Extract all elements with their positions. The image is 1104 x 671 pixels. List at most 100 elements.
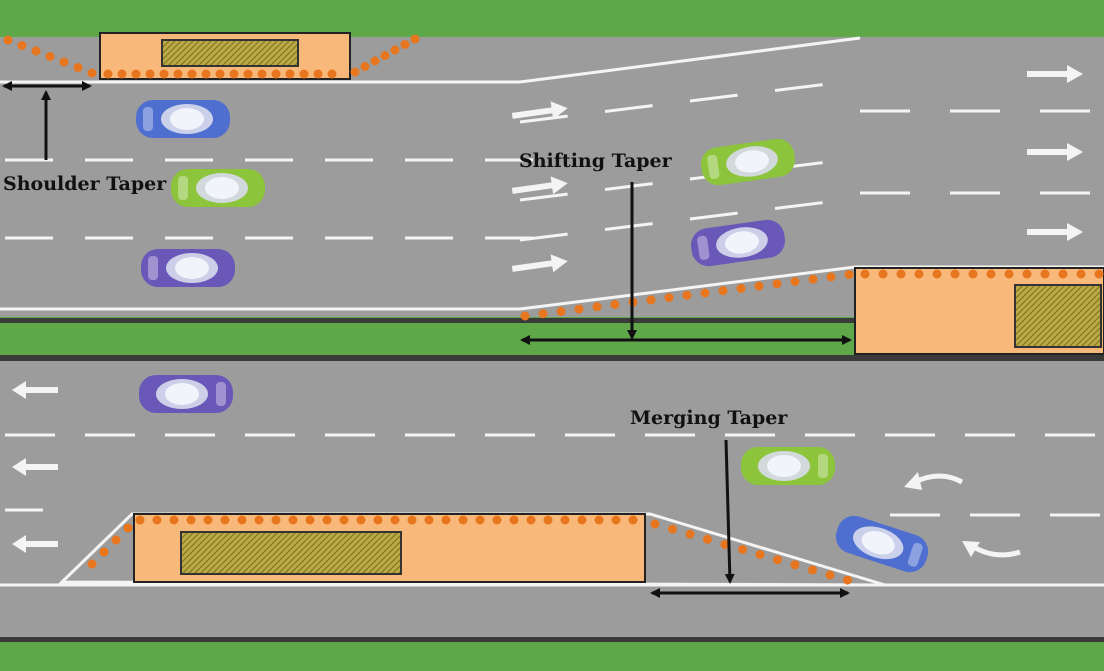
traffic-cone-icon — [299, 69, 309, 79]
traffic-cone-icon — [322, 515, 332, 525]
arrow-right-icon — [511, 101, 568, 120]
traffic-cone-icon — [1094, 269, 1104, 279]
traffic-cone-icon — [878, 269, 888, 279]
traffic-cone-icon — [254, 515, 264, 525]
car-icon — [139, 375, 233, 413]
traffic-cone-icon — [186, 515, 196, 525]
traffic-cone-icon — [350, 67, 360, 77]
traffic-cone-icon — [145, 69, 155, 79]
bottom-road-edge-bottom — [0, 637, 1104, 642]
traffic-cone-icon — [790, 560, 800, 570]
traffic-cone-icon — [203, 515, 213, 525]
traffic-cone-icon — [380, 51, 390, 60]
traffic-cone-icon — [664, 293, 674, 303]
traffic-cone-icon — [173, 69, 183, 79]
traffic-cone-icon — [720, 539, 730, 549]
traffic-cone-icon — [360, 62, 370, 71]
traffic-cone-icon — [327, 69, 337, 79]
traffic-cone-icon — [117, 69, 127, 79]
arrow-right-icon-group — [511, 65, 1083, 273]
traffic-cone-icon — [31, 46, 41, 56]
traffic-cone-icon — [543, 515, 553, 525]
traffic-cone-icon — [159, 69, 169, 79]
lane-dash — [604, 182, 653, 191]
traffic-cone-icon — [646, 295, 656, 305]
traffic-cone-icon — [123, 523, 133, 533]
traffic-cone-icon — [826, 272, 836, 282]
traffic-cone-icon — [736, 283, 746, 293]
arrow-right-icon — [511, 176, 568, 195]
bottom-traffic-cones — [87, 515, 852, 585]
traffic-cone-icon — [860, 269, 870, 279]
lane-dash — [604, 222, 653, 231]
traffic-cone-icon — [237, 515, 247, 525]
traffic-cone-icon — [271, 515, 281, 525]
traffic-cone-icon — [1040, 269, 1050, 279]
traffic-cone-icon — [668, 524, 677, 534]
traffic-cone-icon — [390, 515, 400, 525]
traffic-cone-icon — [492, 515, 502, 525]
traffic-cone-icon — [313, 69, 323, 79]
traffic-cone-icon — [169, 515, 179, 525]
car-icon — [141, 249, 235, 287]
curved-arrow-head-icon — [904, 472, 922, 490]
lane-dash — [689, 93, 738, 103]
traffic-cone-icon — [45, 52, 55, 61]
traffic-cone-icon — [201, 69, 211, 79]
traffic-cone-icon — [738, 545, 747, 554]
arrow-left-icon — [12, 381, 58, 399]
traffic-cone-icon — [538, 309, 548, 319]
traffic-cone-icon — [685, 529, 695, 539]
lane-dash — [689, 211, 738, 221]
shoulder-work-equipment — [161, 39, 299, 67]
traffic-cone-icon — [475, 515, 485, 525]
traffic-cone-icon — [790, 277, 800, 286]
traffic-cone-icon — [220, 515, 230, 525]
lane-dash — [519, 114, 568, 124]
traffic-cone-icon — [574, 304, 584, 314]
arrow-left-icon-group — [12, 381, 58, 553]
bottom-lane-dashes — [5, 433, 1100, 517]
traffic-cone-icon — [986, 269, 996, 279]
lane-closure-equipment — [1014, 284, 1102, 348]
traffic-cone-icon — [808, 274, 818, 284]
traffic-cone-icon — [755, 550, 765, 560]
traffic-cone-icon — [131, 69, 141, 79]
traffic-cone-icon — [950, 269, 960, 279]
traffic-cone-icon — [87, 559, 97, 569]
arrow-right-icon — [1027, 223, 1083, 241]
traffic-cone-icon — [288, 515, 298, 525]
traffic-cone-icon — [703, 534, 712, 544]
traffic-cone-icon — [594, 515, 604, 525]
lane-dash — [774, 201, 823, 210]
shifting-bottom-edge — [519, 265, 856, 311]
lane-dash — [519, 232, 568, 242]
traffic-cone-icon — [520, 311, 530, 321]
traffic-cone-icon — [754, 281, 764, 291]
top-road-edge — [0, 318, 1104, 323]
traffic-cone-icon — [373, 515, 383, 525]
traffic-cone-icon — [628, 515, 638, 525]
traffic-cone-icon — [243, 69, 253, 79]
traffic-cone-icon — [17, 41, 27, 50]
arrow-left-icon — [12, 535, 58, 553]
arrow-right-icon — [1027, 143, 1083, 161]
traffic-cone-icon — [700, 288, 710, 298]
traffic-cone-icon — [509, 515, 519, 525]
traffic-cone-icon — [407, 515, 417, 525]
traffic-cone-icon — [3, 35, 13, 45]
traffic-cone-icon — [825, 570, 835, 580]
traffic-cone-icon — [932, 269, 942, 279]
traffic-cone-icon — [682, 290, 692, 300]
car-icon — [136, 100, 230, 138]
merging-taper-pointer — [724, 439, 735, 584]
top-lane-dashes — [5, 83, 1090, 242]
traffic-cone-icon — [305, 515, 315, 525]
traffic-cone-icon — [1058, 269, 1068, 279]
traffic-cone-icon — [577, 515, 587, 525]
traffic-cone-icon — [187, 69, 197, 79]
traffic-cone-icon — [103, 69, 113, 79]
traffic-cone-icon — [370, 56, 380, 66]
bottom-road-edge-top — [0, 355, 1104, 361]
